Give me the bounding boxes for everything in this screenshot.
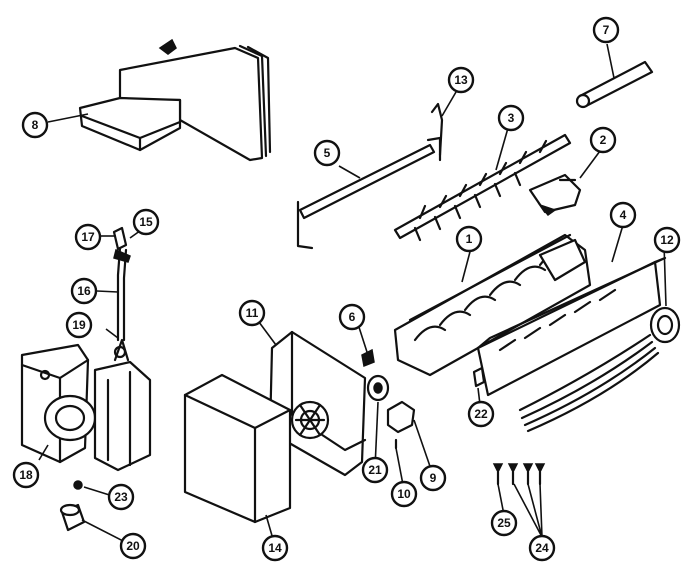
svg-text:11: 11 (246, 306, 259, 320)
svg-text:15: 15 (139, 215, 153, 229)
callout-19: 19 (65, 311, 93, 339)
callout-7: 7 (592, 16, 620, 44)
part-14-cover (183, 373, 292, 524)
svg-text:9: 9 (430, 471, 437, 485)
svg-text:19: 19 (72, 318, 86, 332)
svg-text:23: 23 (114, 490, 128, 504)
svg-text:24: 24 (535, 541, 549, 555)
part-1-mold (393, 233, 592, 377)
part-5-shield (296, 136, 442, 250)
svg-text:13: 13 (454, 73, 468, 87)
svg-text:20: 20 (126, 539, 140, 553)
svg-text:8: 8 (32, 118, 39, 132)
part-3-ejector (393, 133, 572, 242)
svg-text:14: 14 (268, 541, 282, 555)
wire-harness (518, 333, 660, 433)
callout-1: 1 (455, 225, 483, 253)
part-12-plug (649, 306, 681, 344)
callout-18: 18 (12, 461, 40, 489)
part-2-bracket (528, 173, 582, 217)
callout-17: 17 (74, 223, 102, 251)
svg-text:3: 3 (508, 111, 515, 125)
svg-text:21: 21 (368, 463, 382, 477)
callout-14: 14 (261, 534, 289, 562)
part-21-gear (366, 374, 390, 402)
svg-text:2: 2 (600, 133, 607, 147)
callout-24: 24 (528, 534, 556, 562)
svg-text:4: 4 (620, 208, 627, 222)
svg-text:12: 12 (660, 233, 674, 247)
part-22-clip (472, 366, 486, 388)
svg-text:10: 10 (397, 487, 411, 501)
callout-11: 11 (238, 299, 266, 327)
svg-text:22: 22 (474, 407, 488, 421)
svg-text:16: 16 (77, 284, 91, 298)
part-7-rod (575, 60, 654, 109)
callout-23: 23 (107, 483, 135, 511)
part-9-switch (386, 400, 416, 434)
svg-text:5: 5 (324, 146, 331, 160)
part-6-screw (361, 348, 375, 368)
callout-22: 22 (467, 400, 495, 428)
part-8-bin-shelf (78, 38, 272, 162)
callout-10: 10 (390, 480, 418, 508)
svg-text:7: 7 (603, 23, 610, 37)
svg-text:17: 17 (81, 230, 95, 244)
callout-3: 3 (497, 104, 525, 132)
svg-text:18: 18 (19, 468, 33, 482)
part-20-cap (59, 503, 86, 532)
svg-text:6: 6 (349, 310, 356, 324)
svg-text:25: 25 (497, 516, 511, 530)
parts-24-25-screws (492, 463, 546, 486)
callout-9: 9 (419, 464, 447, 492)
callout-13: 13 (447, 66, 475, 94)
callout-15: 15 (132, 208, 160, 236)
leader-lines (38, 43, 667, 547)
callout-5: 5 (313, 139, 341, 167)
callout-25: 25 (490, 509, 518, 537)
callout-6: 6 (338, 303, 366, 331)
callout-8: 8 (21, 111, 49, 139)
callout-4: 4 (609, 201, 637, 229)
svg-text:1: 1 (466, 232, 473, 246)
callout-16: 16 (70, 277, 98, 305)
part-13-wire (430, 102, 444, 157)
callout-21: 21 (361, 456, 389, 484)
part-18-valve (20, 338, 152, 472)
part-23-washer (73, 480, 83, 490)
part-11-module (268, 330, 367, 477)
callout-20: 20 (119, 532, 147, 560)
callout-12: 12 (653, 226, 681, 254)
callout-2: 2 (589, 126, 617, 154)
